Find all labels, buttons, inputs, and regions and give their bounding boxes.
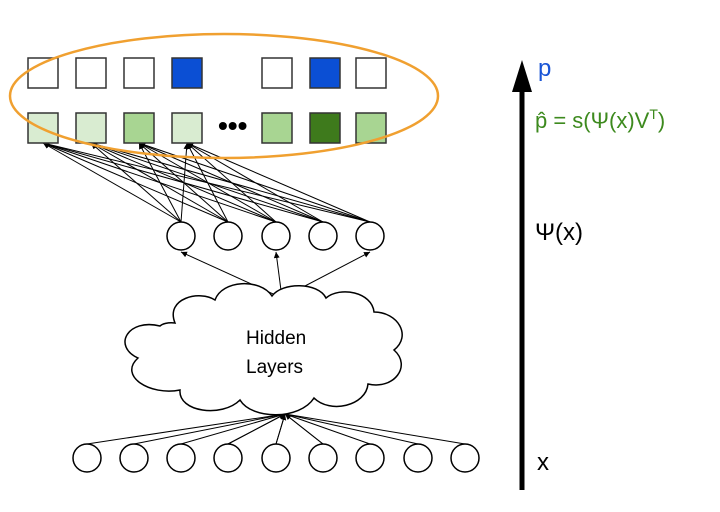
prediction-square bbox=[309, 112, 341, 144]
embedding-node bbox=[308, 221, 338, 251]
connection-line bbox=[90, 141, 371, 223]
embedding-to-output-connections bbox=[42, 141, 371, 223]
cloud-label-line2: Layers bbox=[246, 357, 303, 378]
ellipsis-dots: ••• bbox=[218, 110, 247, 141]
connection-line bbox=[42, 142, 229, 223]
label-p: p bbox=[538, 55, 551, 82]
embedding-node bbox=[355, 221, 385, 251]
label-vector-row bbox=[27, 57, 387, 89]
input-node bbox=[261, 443, 291, 473]
label-square bbox=[309, 57, 341, 89]
label-square bbox=[261, 57, 293, 89]
connection-line bbox=[42, 141, 371, 223]
input-node bbox=[450, 443, 480, 473]
label-p-hat-sup: T bbox=[649, 106, 658, 122]
input-node bbox=[308, 443, 338, 473]
connection-arrow bbox=[275, 413, 287, 445]
prediction-vector-row bbox=[27, 112, 387, 144]
connection-line bbox=[186, 142, 371, 223]
hidden-to-embedding-connections bbox=[180, 251, 371, 299]
cloud-label-line1: Hidden bbox=[246, 328, 306, 349]
embedding-layer bbox=[166, 221, 385, 251]
connection-line bbox=[284, 413, 371, 445]
label-square bbox=[75, 57, 107, 89]
input-node bbox=[355, 443, 385, 473]
connection-line bbox=[86, 413, 286, 445]
label-square bbox=[355, 57, 387, 89]
input-layer bbox=[72, 443, 480, 473]
connection-arrow bbox=[227, 413, 286, 445]
embedding-node bbox=[166, 221, 196, 251]
connection-line bbox=[133, 413, 286, 445]
input-node bbox=[213, 443, 243, 473]
input-node bbox=[119, 443, 149, 473]
connection-line bbox=[284, 413, 419, 445]
connection-line bbox=[42, 141, 324, 223]
label-x: x bbox=[537, 449, 549, 476]
label-p-hat: p̂ = s(Ψ(x)VT) bbox=[535, 106, 665, 133]
output-ellipse bbox=[8, 32, 440, 160]
label-psi: Ψ(x) bbox=[535, 219, 583, 246]
label-p-hat-main: p̂ = s(Ψ(x)V bbox=[535, 108, 650, 133]
label-square bbox=[171, 57, 203, 89]
hidden-layers-cloud: Hidden Layers bbox=[124, 282, 403, 416]
prediction-square bbox=[75, 112, 107, 144]
connection-line bbox=[42, 142, 277, 223]
input-node bbox=[403, 443, 433, 473]
connection-line bbox=[180, 413, 286, 445]
embedding-node bbox=[261, 221, 291, 251]
embedding-node bbox=[213, 221, 243, 251]
connection-line bbox=[42, 142, 182, 223]
prediction-square bbox=[123, 112, 155, 144]
prediction-square bbox=[261, 112, 293, 144]
vertical-arrow-head bbox=[512, 60, 532, 92]
label-p-hat-end: ) bbox=[658, 108, 665, 133]
connection-line bbox=[284, 413, 466, 445]
input-node bbox=[166, 443, 196, 473]
prediction-square bbox=[171, 112, 203, 144]
connection-arrow bbox=[284, 413, 324, 445]
input-to-hidden-connections bbox=[86, 413, 466, 445]
input-node bbox=[72, 443, 102, 473]
label-square bbox=[123, 57, 155, 89]
